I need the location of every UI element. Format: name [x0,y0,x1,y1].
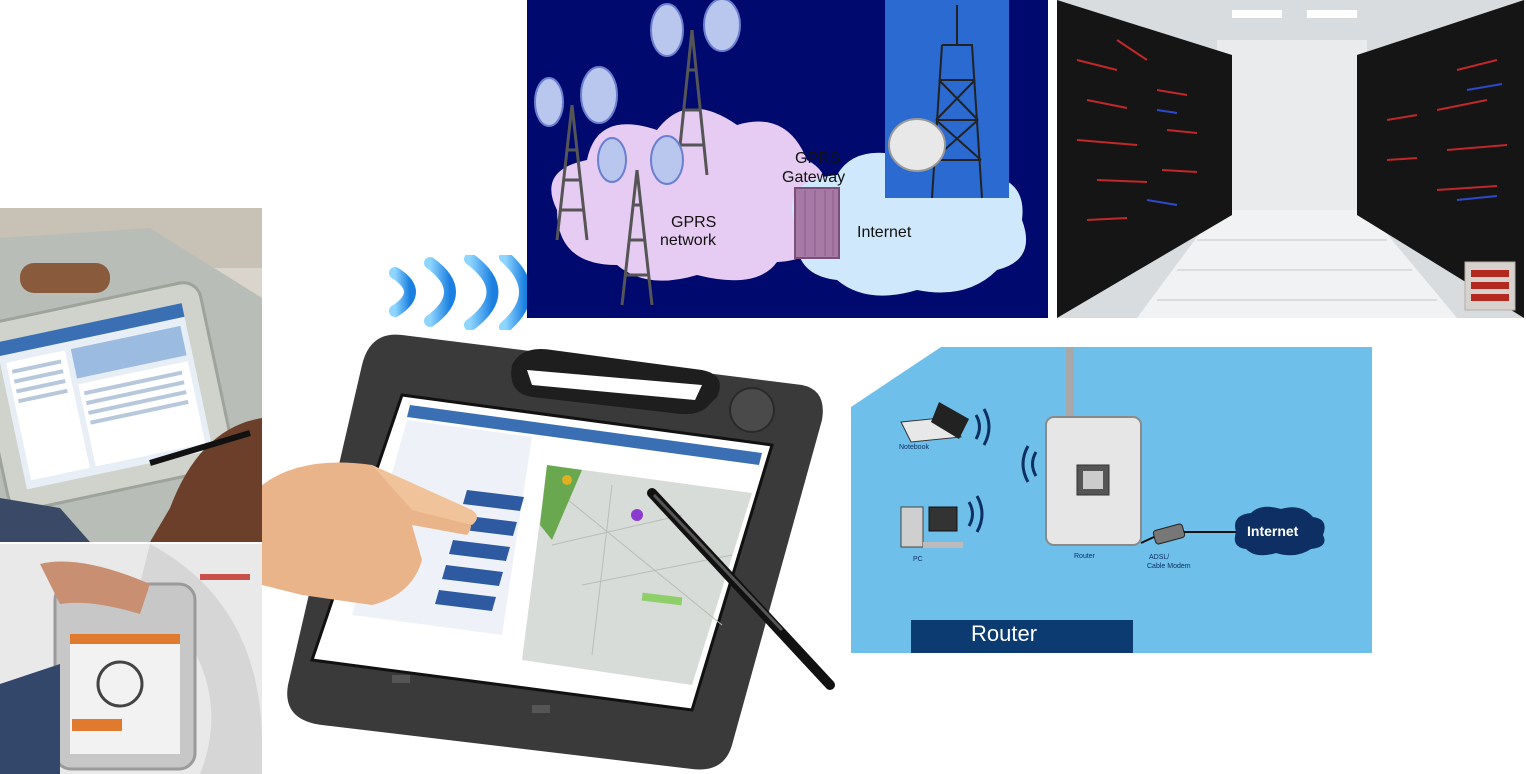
tablet-photo-hand-pen-image [0,208,262,542]
network-label-line2: network [660,232,717,249]
modem-label-line1: ADSL/ [1149,554,1170,561]
rugged-tablet-illustration [262,325,842,774]
tablet-photo-held-handle [0,544,262,774]
notebook-label: Notebook [899,444,929,451]
pc-label: PC [913,556,923,563]
router-title: Router [971,621,1038,646]
tablet-photo-hand-pen [0,208,262,542]
router-diagram: Router Notebook PC Router ADSL/ Cable Mo… [851,347,1372,653]
internet-label: Internet [857,224,912,241]
modem-label-line2: Cable Modem [1147,563,1191,570]
wireless-signal-icon [385,255,545,330]
gateway-label-line1: GPRS [795,150,841,167]
gprs-network-diagram: GPRS Gateway GPRS network Internet [527,0,1048,318]
gprs-gateway-box [794,187,840,259]
router-internet-label: Internet [1247,523,1299,539]
data-center-image [1057,0,1524,318]
network-label-line1: GPRS [671,214,717,231]
modem-icon [1152,523,1186,545]
data-center-photo [1057,0,1524,318]
notebook-icon [900,402,969,443]
router-label: Router [1074,553,1096,560]
gateway-label-line2: Gateway [782,169,846,186]
gprs-diagram-graphics [534,0,1027,306]
hamburger-menu-icon[interactable] [1464,261,1516,311]
pc-icon [900,506,963,548]
tablet-photo-held-handle-image [0,544,262,774]
router-diagram-graphics [851,347,1372,653]
cell-tower-icon [555,29,709,306]
rugged-tablet-image [262,334,835,770]
router-device-icon [1045,347,1142,546]
